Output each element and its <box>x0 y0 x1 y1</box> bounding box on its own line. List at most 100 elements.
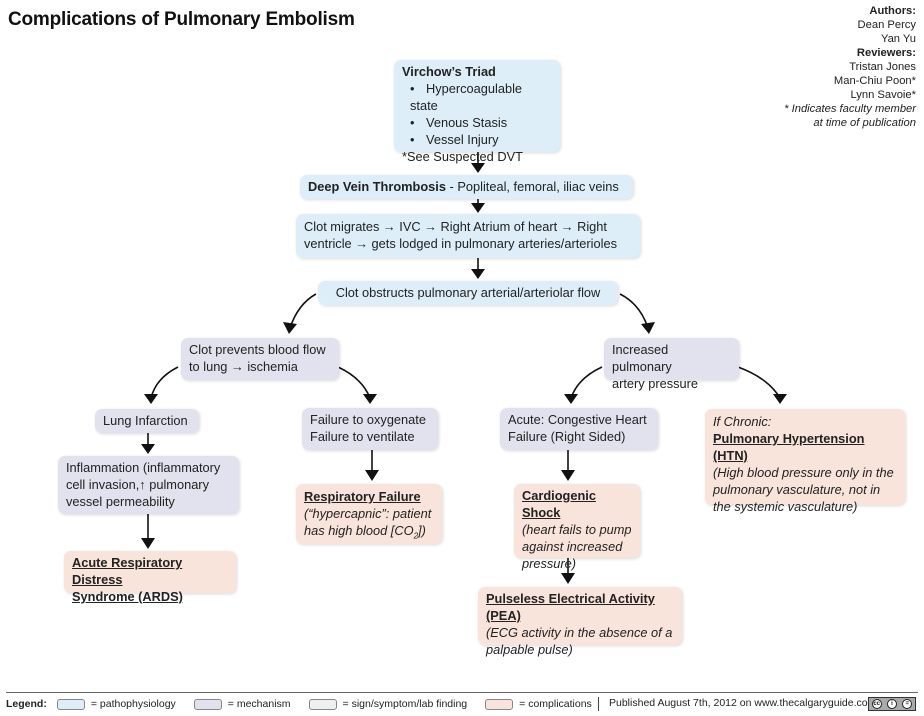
page-title: Complications of Pulmonary Embolism <box>8 9 355 30</box>
node-heading: Deep Vein Thrombosis <box>308 179 446 194</box>
node-text: ventricle → gets lodged in pulmonary art… <box>304 236 617 251</box>
node-desc: (heart fails to pump <box>522 522 632 537</box>
failure-oxygenate-node: Failure to oxygenate Failure to ventilat… <box>302 408 438 450</box>
node-text: Clot migrates → IVC → Right Atrium of he… <box>304 219 607 234</box>
virchow-list: Hypercoagulable state Venous Stasis Vess… <box>402 80 552 148</box>
node-text: Clot obstructs pulmonary arterial/arteri… <box>335 285 601 300</box>
cardiogenic-shock-node: Cardiogenic Shock (heart fails to pump a… <box>514 484 640 571</box>
node-text: cell invasion,↑ pulmonary <box>66 477 209 492</box>
author: Dean Percy <box>857 19 916 31</box>
arrow-obstructs-prevents <box>289 293 317 329</box>
node-heading: Syndrome (ARDS) <box>72 589 183 604</box>
cc-icon: cc <box>871 699 882 709</box>
node-desc: palpable pulse) <box>486 642 573 657</box>
node-text: Lung Infarction <box>103 413 188 428</box>
arrow-acute-cardiogenic-head <box>561 470 575 481</box>
reviewer: Tristan Jones <box>849 61 916 73</box>
authors-label: Authors: <box>869 5 916 17</box>
arrow-pressure-chronic <box>737 366 781 399</box>
node-desc: against increased <box>522 539 623 554</box>
node-text: Failure to ventilate <box>310 429 415 444</box>
arrow-migrates-obstructs-head <box>471 269 485 279</box>
clot-prevents-node: Clot prevents blood flow to lung → ische… <box>181 338 339 380</box>
node-heading: Respiratory Failure <box>304 489 421 504</box>
node-text: Acute: Congestive Heart <box>508 412 647 427</box>
legend-text: = mechanism <box>227 698 291 710</box>
increased-pressure-node: Increased pulmonary artery pressure <box>604 338 739 391</box>
node-desc: has high blood [CO2]) <box>304 523 426 541</box>
pulmonary-htn-node: If Chronic: Pulmonary Hypertension (HTN)… <box>705 409 905 514</box>
clot-migrates-node: Clot migrates → IVC → Right Atrium of he… <box>296 214 640 258</box>
list-item: Venous Stasis <box>410 114 552 131</box>
node-heading: Pulmonary Hypertension (HTN) <box>713 431 865 463</box>
no-derivatives-icon: = <box>902 699 913 709</box>
arrow-dvt-migrates-head <box>471 203 485 213</box>
faculty-note: at time of publication <box>813 117 916 129</box>
arrow-prevents-infarction-head <box>144 394 158 404</box>
pea-node: Pulseless Electrical Activity (PEA) (ECG… <box>478 587 682 657</box>
author: Yan Yu <box>880 33 916 45</box>
acute-chf-node: Acute: Congestive Heart Failure (Right S… <box>500 408 658 450</box>
arrow-obstructs-pressure-head <box>641 322 655 334</box>
node-heading: Pulseless Electrical Activity (PEA) <box>486 591 655 623</box>
footer-divider <box>6 692 918 693</box>
node-text: Failure to oxygenate <box>310 412 426 427</box>
arrow-pressure-acute-head <box>564 394 578 404</box>
list-item: Vessel Injury <box>410 131 552 148</box>
node-text: - Popliteal, femoral, iliac veins <box>445 179 619 194</box>
virchows-triad-node: Virchow’s Triad Hypercoagulable state Ve… <box>394 60 560 164</box>
node-desc: pulmonary vasculature, not in <box>713 482 881 497</box>
legend: Legend: = pathophysiology = mechanism = … <box>6 698 610 710</box>
node-heading: Cardiogenic Shock <box>522 488 596 520</box>
node-desc: the systemic vasculature) <box>713 499 858 514</box>
node-heading: Acute Respiratory Distress <box>72 555 183 587</box>
legend-swatch-sign-symptom <box>308 698 337 710</box>
arrow-prevents-failure-head <box>363 394 377 404</box>
node-prefix: If Chronic: <box>713 414 772 429</box>
legend-swatch-mechanism <box>193 698 222 710</box>
arrow-prevents-infarction <box>150 366 179 399</box>
node-text: Failure (Right Sided) <box>508 429 626 444</box>
attribution-icon: i <box>886 699 897 709</box>
node-text: Clot prevents blood flow <box>189 342 326 357</box>
node-desc: pressure) <box>522 556 577 571</box>
legend-swatch-complications <box>485 698 514 710</box>
clot-obstructs-node: Clot obstructs pulmonary arterial/arteri… <box>318 281 618 305</box>
node-desc: (“hypercapnic”: patient <box>304 506 432 521</box>
reviewers-label: Reviewers: <box>856 47 916 59</box>
reviewer: Lynn Savoie* <box>850 89 916 101</box>
node-desc: (High blood pressure only in the <box>713 465 894 480</box>
node-text: Increased pulmonary <box>612 342 672 374</box>
credits: Authors: Dean Percy Yan Yu Reviewers: Tr… <box>784 4 916 130</box>
faculty-note: * Indicates faculty member <box>784 103 916 115</box>
node-text: Inflammation (inflammatory <box>66 460 221 475</box>
arrow-failure-respfailure-head <box>365 470 379 481</box>
creative-commons-badge[interactable]: cc i = <box>868 697 916 711</box>
dvt-node: Deep Vein Thrombosis - Popliteal, femora… <box>300 175 633 199</box>
arrow-obstructs-pressure <box>619 293 649 329</box>
arrow-prevents-failure <box>337 366 371 399</box>
arrow-obstructs-prevents-head <box>283 322 297 334</box>
ards-node: Acute Respiratory Distress Syndrome (ARD… <box>64 551 236 604</box>
arrow-pressure-chronic-head <box>773 394 787 404</box>
node-heading: Virchow’s Triad <box>402 64 496 79</box>
legend-swatch-pathophysiology <box>56 698 85 710</box>
legend-text: = sign/symptom/lab finding <box>342 698 468 710</box>
legend-text: = pathophysiology <box>90 698 176 710</box>
arrow-cardiogenic-pea-head <box>561 573 575 584</box>
respiratory-failure-node: Respiratory Failure (“hypercapnic”: pati… <box>296 484 442 544</box>
node-text: to lung → ischemia <box>189 359 298 374</box>
node-desc: (ECG activity in the absence of a <box>486 625 673 640</box>
reviewer: Man-Chiu Poon* <box>833 75 916 87</box>
lung-infarction-node: Lung Infarction <box>95 409 199 433</box>
node-note: *See Suspected DVT <box>402 149 523 164</box>
node-text: vessel permeability <box>66 494 175 509</box>
legend-label: Legend: <box>6 698 47 710</box>
arrow-infarction-inflammation-head <box>141 444 155 454</box>
node-text: artery pressure <box>612 376 699 391</box>
published-note: Published August 7th, 2012 on www.thecal… <box>598 697 876 711</box>
inflammation-node: Inflammation (inflammatory cell invasion… <box>58 456 239 514</box>
list-item: Hypercoagulable state <box>410 80 552 114</box>
legend-text: = complications <box>519 698 592 710</box>
arrow-pressure-acute <box>570 366 603 399</box>
